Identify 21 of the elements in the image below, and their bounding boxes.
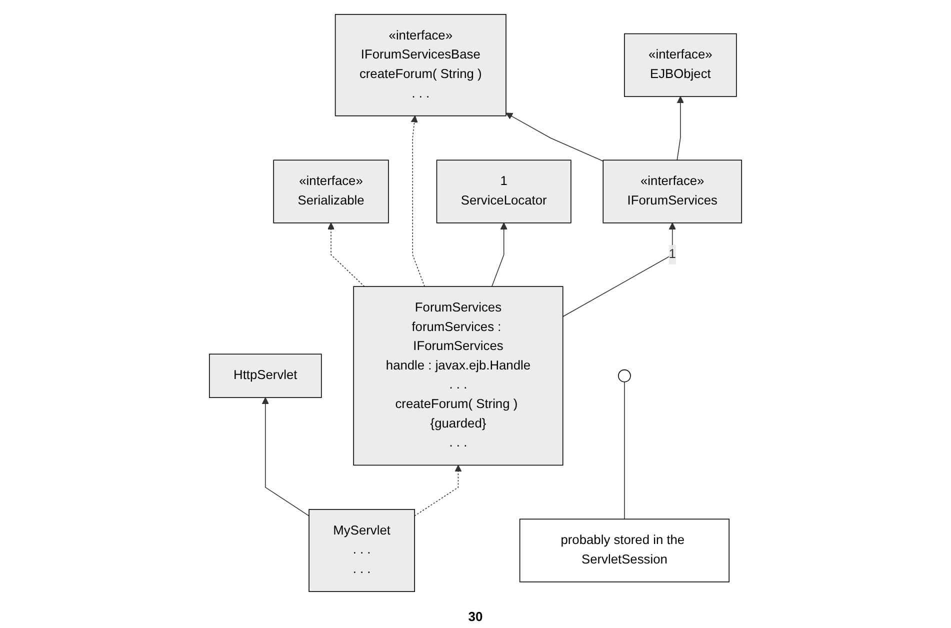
arrow — [262, 396, 310, 516]
arrow — [562, 222, 676, 317]
node-box: «interface» Serializable — [273, 159, 389, 223]
connector — [624, 380, 625, 520]
edge-label: 1 — [668, 246, 676, 261]
arrow — [327, 222, 365, 286]
node-box: «interface» IForumServices — [602, 159, 742, 223]
arrow — [676, 96, 684, 160]
node-box: probably stored in the ServletSession — [519, 518, 730, 582]
arrow — [410, 115, 425, 286]
arrow — [491, 222, 508, 286]
node-box: 1 ServiceLocator — [436, 159, 572, 223]
arrow — [414, 464, 462, 516]
arrow — [506, 112, 604, 161]
node-box: «interface» IForumServicesBase createForum( String ) . . . — [334, 14, 506, 116]
node-box: «interface» EJBObject — [624, 32, 737, 96]
node-box: HttpServlet — [208, 353, 322, 398]
page-number: 30 — [468, 609, 483, 624]
node-circle — [618, 368, 631, 382]
node-box: MyServlet . . . . . . — [308, 508, 415, 592]
node-box: ForumServices forumServices : IForumServices handle : javax.ejb.Handle . . . createForum( String ) {guarded} . . . — [353, 286, 564, 466]
